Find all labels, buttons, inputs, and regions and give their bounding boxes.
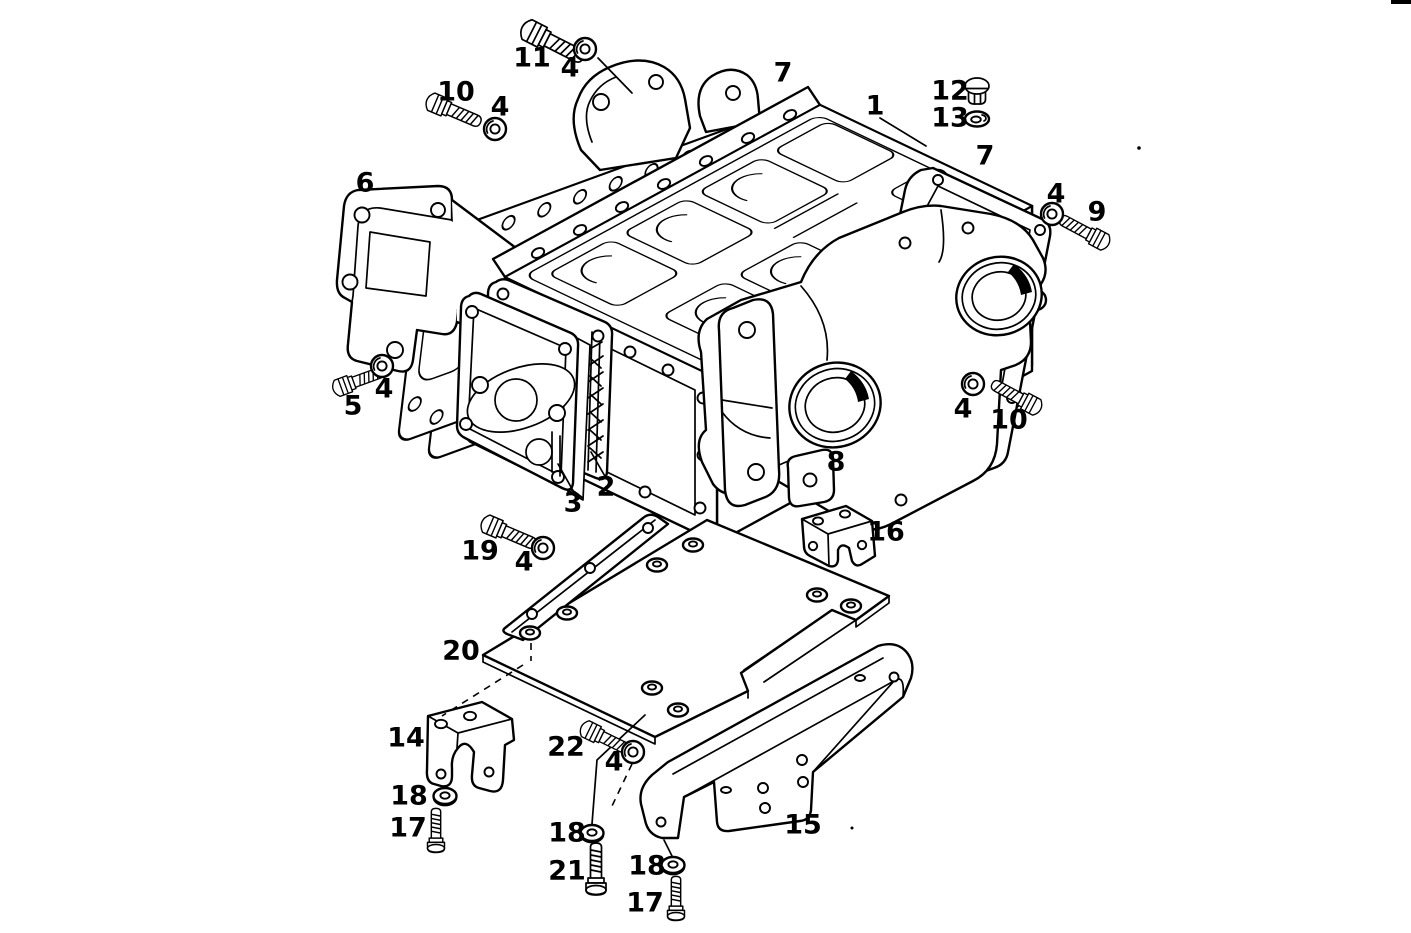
bracket-14 [425, 700, 516, 793]
callout-4: 4 [561, 53, 580, 84]
callout-21: 21 [548, 856, 586, 887]
callout-11: 11 [513, 43, 551, 74]
callout-7: 7 [976, 141, 995, 172]
callout-1: 1 [866, 91, 885, 122]
callout-18: 18 [628, 851, 666, 882]
callout-10: 10 [437, 77, 475, 108]
callout-5: 5 [344, 391, 363, 422]
leader-lines [441, 0, 1411, 857]
rivet-boss [518, 537, 863, 718]
callout-18: 18 [548, 818, 586, 849]
callout-4: 4 [605, 747, 624, 778]
scan-speck [850, 826, 854, 830]
callout-4: 4 [375, 374, 394, 405]
callout-6: 6 [356, 168, 375, 199]
hex-bolt-17b [666, 875, 686, 922]
callout-14: 14 [387, 723, 425, 754]
callout-12: 12 [931, 76, 969, 107]
callout-2: 2 [597, 472, 616, 503]
callout-4: 4 [1047, 179, 1066, 210]
mounting-plate-20 [481, 513, 891, 745]
callout-18: 18 [390, 781, 428, 812]
washer-4 [620, 739, 646, 765]
page-corner-mark [1391, 0, 1411, 4]
callout-16: 16 [867, 517, 905, 548]
callout-4: 4 [491, 92, 510, 123]
callout-15: 15 [784, 810, 822, 841]
callout-20: 20 [442, 636, 480, 667]
callout-3: 3 [564, 488, 583, 519]
gasket-arch-ear [697, 68, 762, 134]
callout-22: 22 [547, 732, 585, 763]
cover-arch-flange [572, 59, 692, 172]
support-rail-15 [639, 643, 914, 840]
hex-bolt-17 [426, 807, 446, 854]
callout-17: 17 [626, 888, 664, 919]
callout-8: 8 [827, 447, 846, 478]
callout-4: 4 [954, 394, 973, 425]
washer-18 [432, 786, 458, 807]
washer-4 [530, 535, 556, 561]
scan-speck [1137, 146, 1141, 150]
callout-13: 13 [931, 103, 969, 134]
callout-9: 9 [1088, 197, 1107, 228]
callout-10: 10 [990, 405, 1028, 436]
washer-4 [960, 371, 986, 397]
end-cover-8 [697, 204, 1047, 531]
callout-7: 7 [774, 58, 793, 89]
callout-17: 17 [389, 813, 427, 844]
bracket-16 [800, 504, 877, 568]
callout-4: 4 [515, 547, 534, 578]
callout-19: 19 [461, 536, 499, 567]
hex-bolt-21 [585, 842, 607, 896]
end-cover-3 [455, 291, 591, 501]
